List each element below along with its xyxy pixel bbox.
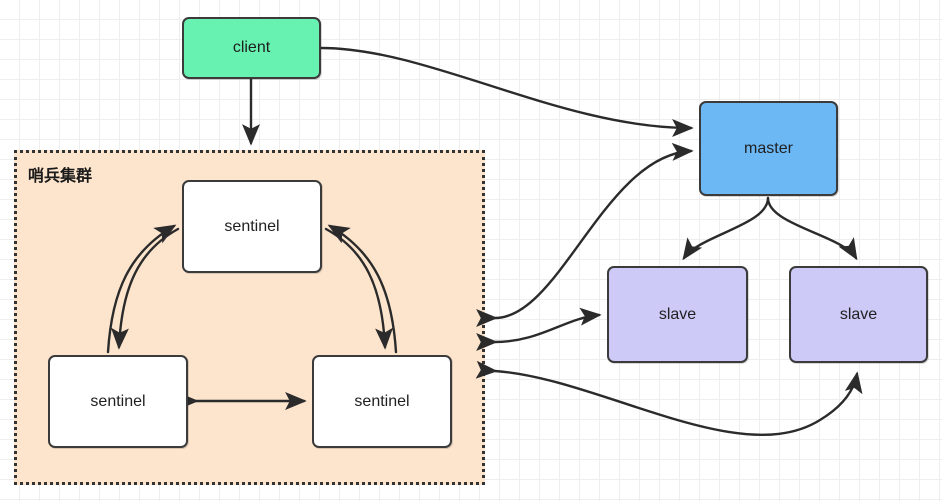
node-master[interactable]: master (699, 101, 838, 196)
node-label-master: master (744, 139, 793, 157)
edge-master-to-slave-left[interactable] (682, 196, 770, 261)
node-sentinel-bottom-left[interactable]: sentinel (48, 355, 188, 448)
sentinel-cluster-label: 哨兵集群 (28, 168, 93, 185)
node-sentinel-bottom-right[interactable]: sentinel (312, 355, 452, 448)
node-label-sentinel-bottom-right: sentinel (354, 392, 410, 410)
node-label-client: client (232, 39, 271, 56)
node-label-sentinel-bottom-left: sentinel (90, 392, 146, 410)
node-label-slave-left: slave (658, 305, 697, 323)
edge-master-to-slave-right[interactable] (766, 196, 858, 261)
edge-sentinel-cluster-to-slave-right[interactable] (475, 360, 863, 436)
node-slave-right[interactable]: slave (789, 266, 928, 363)
edge-sentinel-cluster-to-slave-left[interactable] (476, 307, 602, 352)
node-slave-left[interactable]: slave (607, 266, 748, 363)
node-client[interactable]: client (182, 17, 321, 79)
edge-client-to-master[interactable] (319, 46, 694, 137)
node-label-sentinel-top: sentinel (224, 217, 280, 235)
node-label-slave-right: slave (839, 305, 878, 323)
node-sentinel-top[interactable]: sentinel (182, 180, 322, 273)
